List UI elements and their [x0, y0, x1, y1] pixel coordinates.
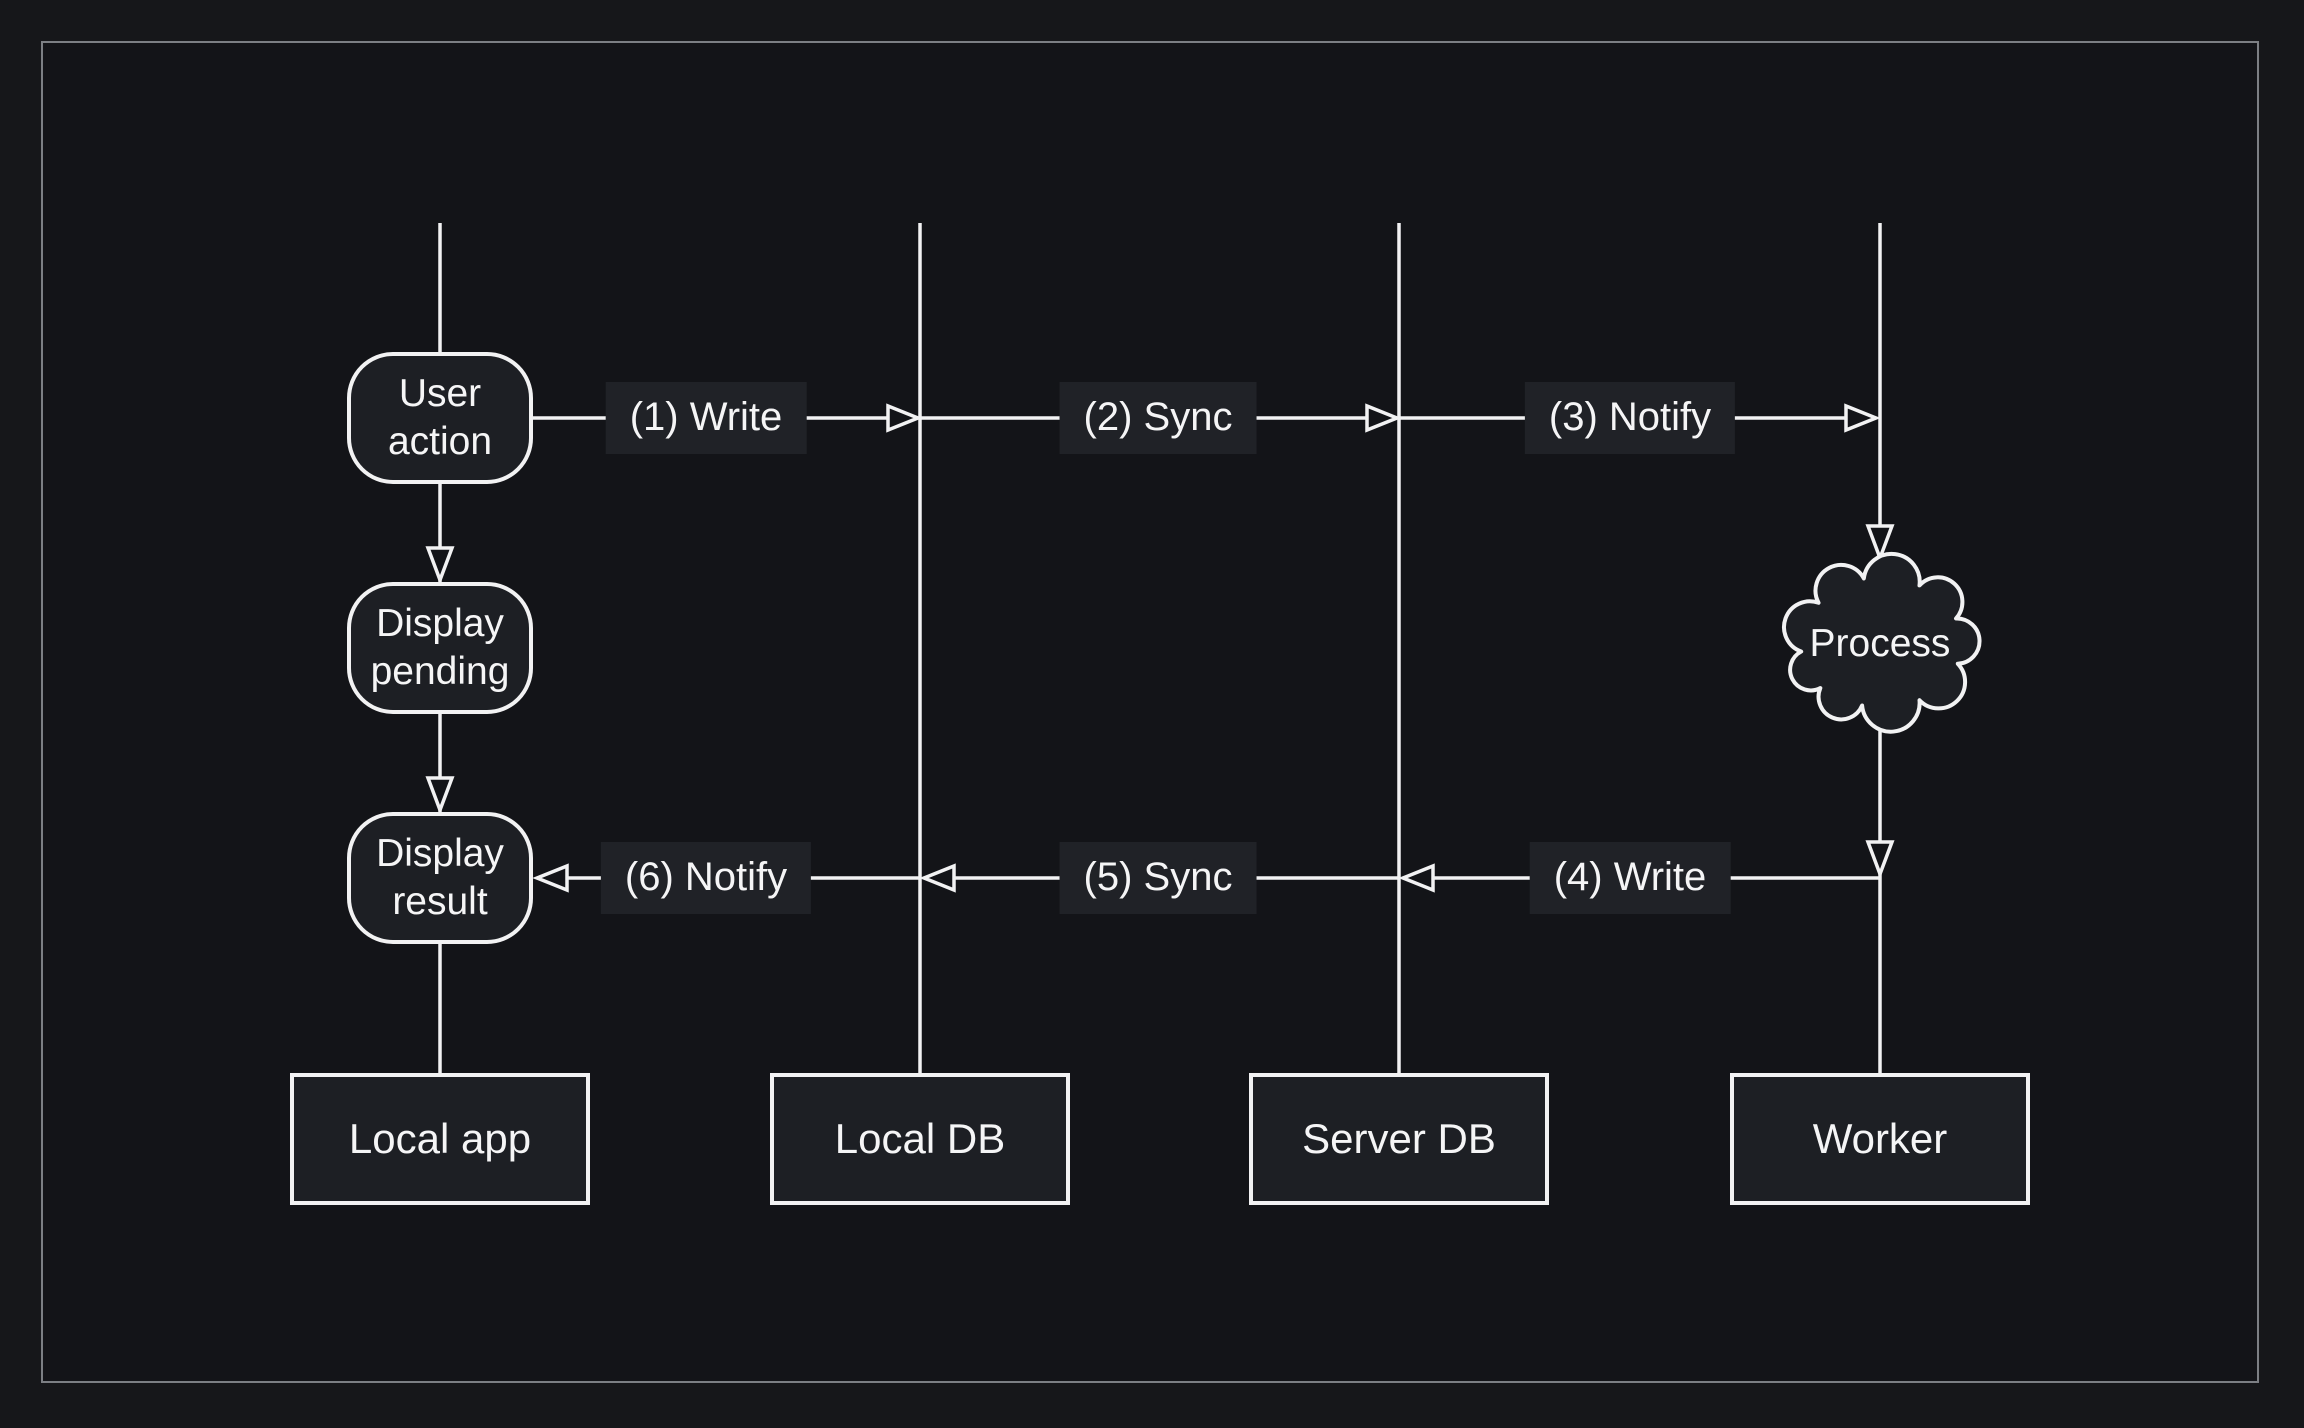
arrowhead-msg3-right [1844, 403, 1881, 433]
message-label-1: (1) Write [605, 382, 807, 454]
lane-local-app-label: Local app [348, 1115, 532, 1162]
arrowhead-cloud-to-write [1865, 840, 1895, 879]
lane-worker-label: Worker [1812, 1115, 1948, 1162]
message-label-2: (2) Sync [1059, 382, 1257, 454]
message-label-5: (5) Sync [1059, 842, 1257, 914]
lane-box-server-db: Server DB [1249, 1073, 1549, 1205]
lane-box-worker: Worker [1730, 1073, 2030, 1205]
arrowhead-user-to-pending [425, 546, 455, 585]
arrowhead-msg5-left [919, 863, 956, 893]
node-display-pending: Display pending [347, 582, 533, 714]
arrowhead-msg4-left [1398, 863, 1435, 893]
arrowhead-msg6-left [532, 863, 569, 893]
arrowhead-msg1-right [886, 403, 923, 433]
node-display-pending-label: Display pending [370, 602, 510, 693]
message-label-3: (3) Notify [1524, 382, 1736, 454]
lane-local-db-label: Local DB [834, 1115, 1006, 1162]
arrowhead-into-cloud [1865, 524, 1895, 563]
message-label-6: (6) Notify [600, 842, 812, 914]
cloud-shape [1784, 554, 1980, 732]
arrowhead-msg2-right [1365, 403, 1402, 433]
node-user-action-label: User action [387, 372, 493, 463]
node-display-result: Display result [347, 812, 533, 944]
lane-server-db-label: Server DB [1302, 1115, 1496, 1162]
node-process-label: Process [1809, 622, 1951, 665]
message-label-4: (4) Write [1529, 842, 1731, 914]
lane-box-local-app: Local app [290, 1073, 590, 1205]
lane-box-local-db: Local DB [770, 1073, 1070, 1205]
arrowhead-pending-to-result [425, 776, 455, 815]
node-display-result-label: Display result [376, 832, 504, 923]
node-user-action: User action [347, 352, 533, 484]
